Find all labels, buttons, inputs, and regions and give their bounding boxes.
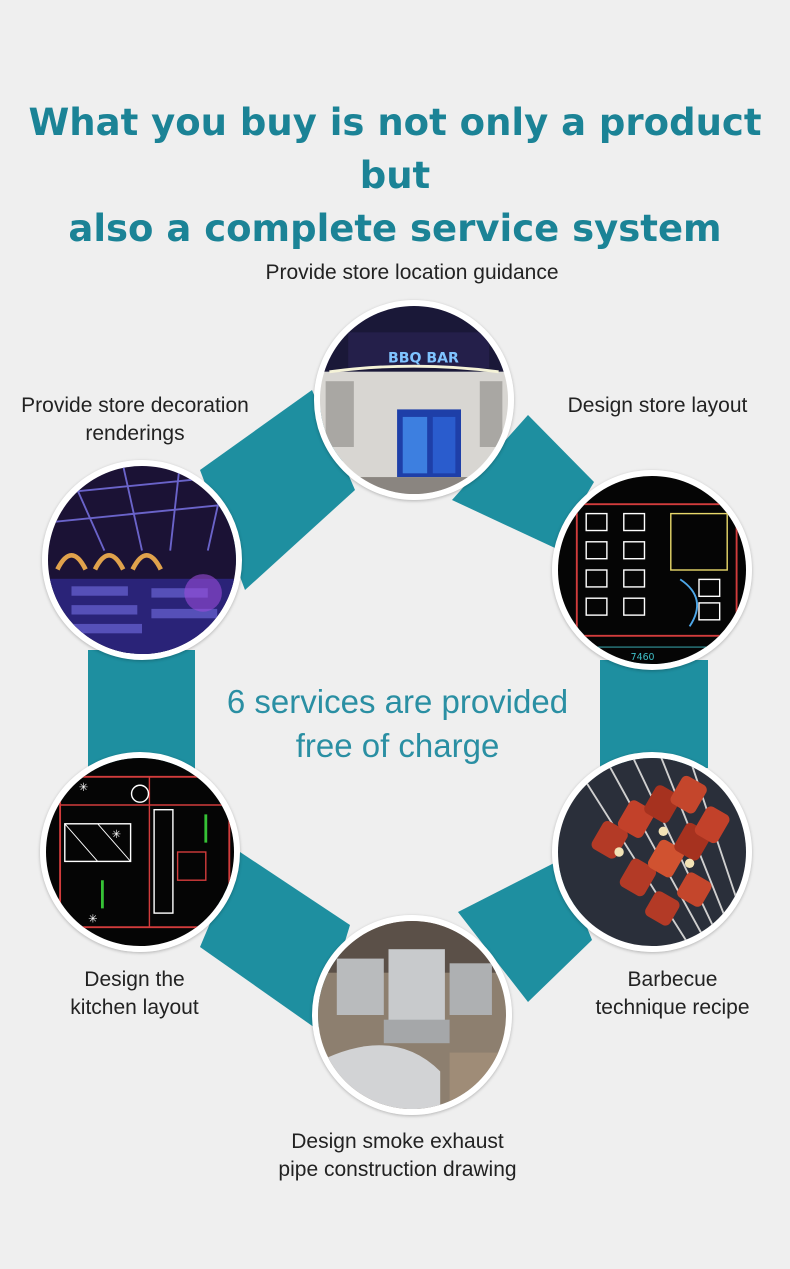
label-recipe: Barbecue technique recipe: [570, 966, 775, 1022]
bbq-bar-sign: BBQ BAR: [388, 350, 459, 366]
label-location-text: Provide store location guidance: [265, 261, 559, 284]
ring-segment-top-right: [452, 415, 594, 548]
heading-line-2: also a complete service system: [68, 207, 722, 250]
label-exhaust-line-1: Design smoke exhaust: [291, 1130, 504, 1153]
svg-text:✳: ✳: [112, 828, 121, 841]
page-heading: What you buy is not only a product but a…: [0, 96, 790, 255]
label-kitchen: Design the kitchen layout: [32, 966, 237, 1022]
decoration-rendering-photo: [42, 460, 242, 660]
ring-segment-bottom-left: [200, 852, 350, 1030]
label-decoration: Provide store decoration renderings: [0, 392, 270, 448]
exhaust-pipe-photo: [312, 915, 512, 1115]
label-kitchen-line-1: Design the: [84, 968, 185, 991]
label-decoration-line-1: Provide store decoration: [21, 394, 249, 417]
svg-text:✳: ✳: [88, 913, 97, 926]
center-line-1: 6 services are provided: [226, 683, 569, 720]
label-store-layout: Design store layout: [545, 392, 770, 420]
bbq-skewers-photo: [552, 752, 752, 952]
center-message: 6 services are provided free of charge: [195, 680, 600, 768]
svg-text:✳: ✳: [79, 781, 88, 794]
dimension-label: 7460: [631, 652, 655, 663]
ring-segment-right: [600, 660, 708, 768]
label-recipe-line-1: Barbecue: [627, 968, 718, 991]
ring-segment-bottom-right: [458, 860, 592, 1002]
ring-segment-left: [88, 650, 195, 770]
label-recipe-line-2: technique recipe: [595, 996, 750, 1019]
center-line-2: free of charge: [295, 727, 500, 764]
label-store-layout-text: Design store layout: [567, 394, 748, 417]
store-front-photo: BBQ BAR: [314, 300, 514, 500]
kitchen-layout-drawing: ✳ ✳ ✳: [40, 752, 240, 952]
label-exhaust-line-2: pipe construction drawing: [278, 1158, 517, 1181]
label-exhaust: Design smoke exhaust pipe construction d…: [240, 1128, 555, 1184]
label-location: Provide store location guidance: [212, 259, 612, 287]
label-decoration-line-2: renderings: [85, 422, 185, 445]
heading-line-1: What you buy is not only a product but: [28, 101, 762, 197]
store-layout-drawing: 7460: [552, 470, 752, 670]
label-kitchen-line-2: kitchen layout: [70, 996, 199, 1019]
